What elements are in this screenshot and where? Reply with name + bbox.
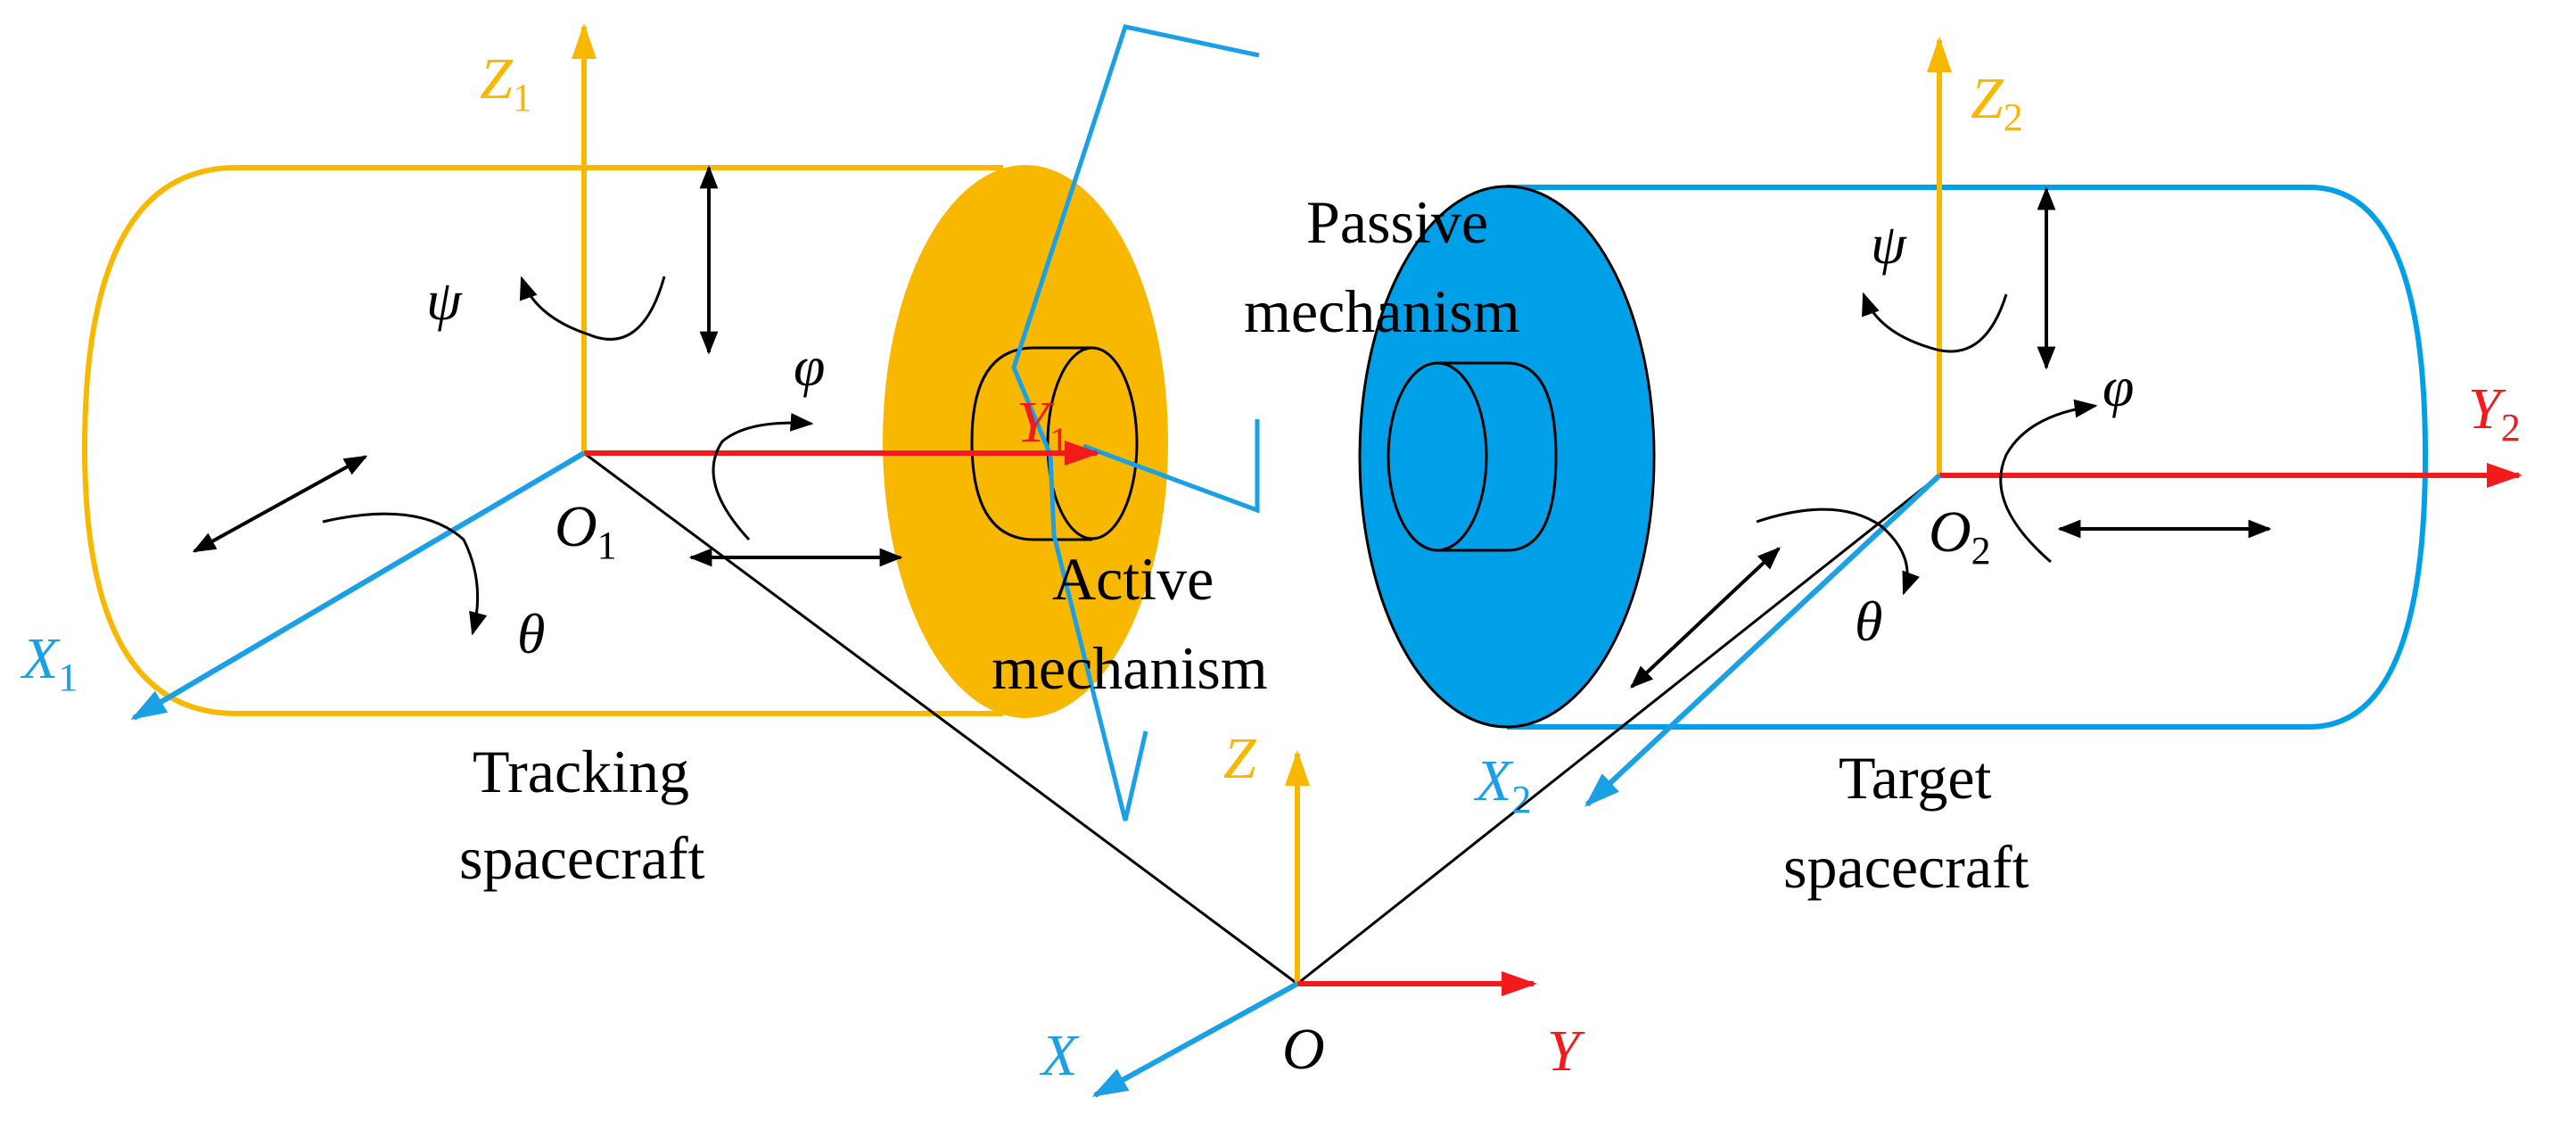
x2-label: X2 [1473, 748, 1531, 821]
theta-left-label: θ [517, 602, 545, 665]
active-caption-line2: mechanism [992, 634, 1268, 702]
target-body-outline [1507, 185, 2429, 730]
x1-axis [130, 450, 586, 721]
frame-o2 [1584, 37, 2523, 807]
o1-label: O1 [555, 494, 617, 567]
passive-caption-line1: Passive [1306, 188, 1488, 256]
x1-translation-arrow [192, 455, 368, 553]
target-caption-line1: Target [1839, 744, 1992, 812]
o-label: O [1282, 1017, 1325, 1082]
target-caption-line2: spacecraft [1783, 833, 2029, 901]
passive-mechanism-face [1358, 185, 1656, 729]
theta2-rotation-arrow [1756, 507, 1920, 596]
tracking-body-outline [81, 165, 1003, 716]
tracking-spacecraft [81, 165, 1168, 718]
theta1-rotation-arrow [322, 512, 488, 636]
tracking-caption-line1: Tracking [473, 738, 689, 805]
target-spacecraft [1358, 185, 2429, 730]
passive-caption-line2: mechanism [1244, 277, 1520, 345]
phi-left-label: φ [794, 334, 825, 398]
phi2-rotation-arrow [1999, 399, 2098, 564]
frame-o1 [130, 23, 1100, 721]
x2-translation-arrow [1630, 547, 1781, 689]
phi1-rotation-arrow [712, 412, 814, 541]
phi-right-label: φ [2103, 355, 2134, 418]
y1-label: Y1 [1016, 390, 1069, 463]
x-axis [1091, 981, 1299, 1098]
z-label: Z [1223, 726, 1257, 791]
frame-o [1091, 750, 1537, 1098]
y-label: Y [1547, 1019, 1585, 1084]
theta-right-label: θ [1855, 590, 1882, 653]
z1-label: Z1 [480, 46, 532, 120]
active-caption-line1: Active [1052, 545, 1214, 613]
y2-label: Y2 [2468, 376, 2521, 450]
x1-label: X1 [20, 626, 78, 699]
position-vectors [583, 451, 1940, 986]
docking-zigzag-tail [1082, 419, 1260, 514]
o2-label: O2 [1929, 499, 1991, 573]
x-label: X [1039, 1023, 1080, 1088]
active-mechanism-face [883, 165, 1168, 718]
psi-left-label: ψ [426, 268, 463, 332]
z2-label: Z2 [1971, 66, 2023, 139]
psi2-rotation-arrow [1862, 292, 2008, 353]
tracking-caption-line2: spacecraft [459, 824, 705, 892]
psi-right-label: ψ [1871, 212, 1907, 276]
passive-mechanism-ring [1387, 361, 1558, 552]
psi1-rotation-arrow [519, 276, 666, 341]
